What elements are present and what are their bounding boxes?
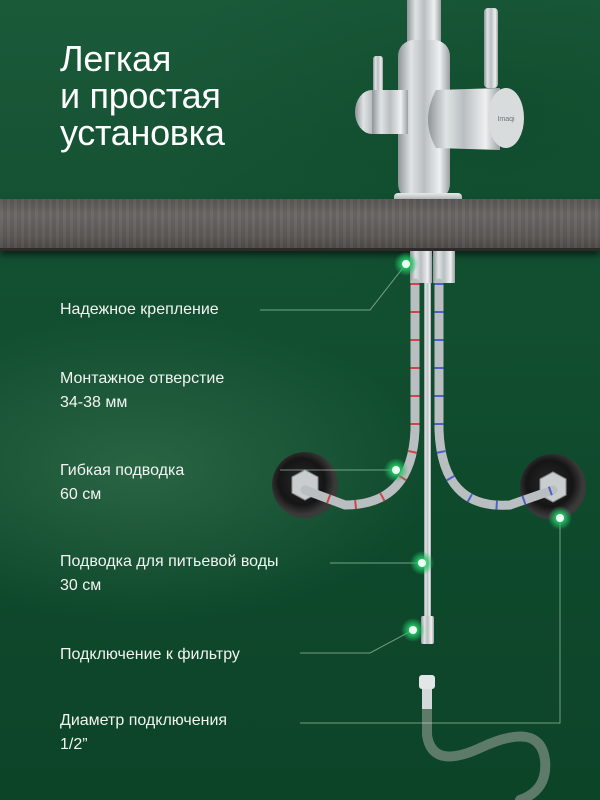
feature-secure-mount: Надежное крепление [60,298,219,322]
page-title: Легкая и простая установка [60,40,225,151]
countertop [0,199,600,251]
feature-label: Гибкая подводка [60,462,185,479]
feature-label: Подводка для питьевой воды [60,553,279,570]
feature-connection-diameter: Диаметр подключения 1/2” [60,709,227,757]
feature-label: Надежное крепление [60,301,219,318]
title-line-1: Легкая [60,38,172,79]
feature-drinking-water-hose: Подводка для питьевой воды 30 см [60,550,279,598]
feature-value: 34-38 мм [60,394,128,411]
marker-connection-diameter [548,506,572,530]
feature-value: 1/2” [60,736,88,753]
marker-flexible-hose [384,458,408,482]
feature-label: Диаметр подключения [60,712,228,729]
marker-drinking-water [410,551,434,575]
feature-value: 30 см [60,577,102,594]
feature-flexible-hose: Гибкая подводка 60 см [60,459,184,507]
feature-mounting-hole: Монтажное отверстие 34-38 мм [60,367,224,415]
countertop-edge [0,248,600,251]
marker-filter-connection [401,618,425,642]
faucet: Imaqi [355,0,524,205]
leader-lines [260,263,561,724]
feature-filter-connection: Подключение к фильтру [60,643,240,667]
title-line-2: и простая [60,75,221,116]
brand-mark: Imaqi [497,116,515,123]
feature-label: Подключение к фильтру [60,646,240,663]
wall-flange-left [272,452,338,518]
feature-value: 60 см [60,486,102,503]
title-line-3: установка [60,112,225,153]
feature-label: Монтажное отверстие [60,370,225,387]
marker-secure-mount [394,252,418,276]
